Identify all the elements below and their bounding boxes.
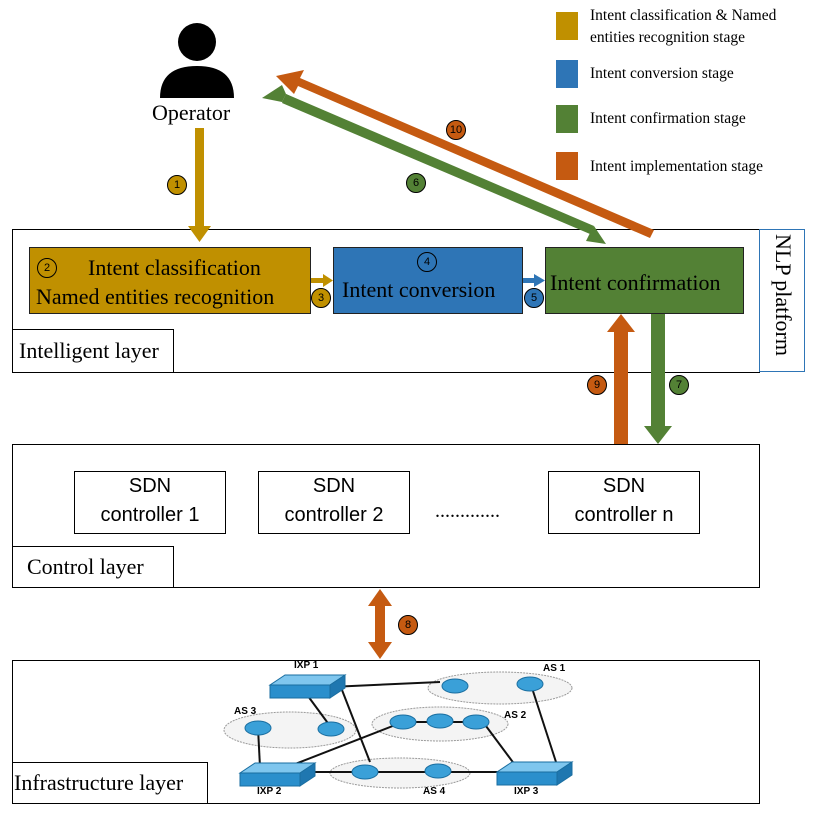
intelligent-layer-label: Intelligent layer [12, 329, 174, 373]
sdn-controller-1: SDN controller 1 [74, 471, 226, 534]
ixp1-switch [268, 674, 347, 699]
stage-intent-confirmation: Intent confirmation [545, 247, 744, 314]
ixp2-label: IXP 2 [257, 786, 282, 797]
router [516, 676, 544, 692]
as4-label: AS 4 [423, 786, 446, 797]
step-6-marker: 6 [406, 173, 426, 193]
stage-intent-classification: Intent classification Named entities rec… [29, 247, 311, 314]
classification-line1: Intent classification [88, 255, 261, 280]
legend-text-confirmation: Intent confirmation stage [590, 110, 746, 127]
router [426, 713, 454, 729]
ixp2-switch [238, 762, 317, 787]
legend-text-classification-1: Intent classification & Named [590, 7, 777, 24]
infrastructure-layer-label: Infrastructure layer [12, 762, 208, 804]
step-10-marker: 10 [446, 120, 466, 140]
sdn-controller-2: SDN controller 2 [258, 471, 410, 534]
sdn-controller-n-line1: SDN [602, 475, 646, 497]
ixp3-switch [495, 761, 574, 786]
legend-swatch-classification [556, 12, 578, 40]
arrow-step-10 [276, 70, 654, 238]
arrow-step-6 [262, 85, 606, 244]
step-9-marker: 9 [587, 375, 607, 395]
sdn-controller-2-line2: controller 2 [284, 504, 384, 526]
arrow-step-7 [644, 314, 672, 444]
legend-swatch-implementation [556, 152, 578, 180]
router [244, 720, 272, 736]
sdn-controller-n: SDN controller n [548, 471, 700, 534]
router [462, 714, 490, 730]
step-7-marker: 7 [669, 375, 689, 395]
ixp3-label: IXP 3 [514, 786, 539, 797]
step-2-marker: 2 [37, 258, 57, 278]
arrow-step-9 [607, 314, 635, 444]
conversion-label: Intent conversion [342, 277, 496, 302]
sdn-controller-n-line2: controller n [574, 504, 674, 526]
step-3-marker: 3 [311, 288, 331, 308]
step-1-marker: 1 [167, 175, 187, 195]
as3-label: AS 3 [234, 706, 257, 717]
legend-swatch-confirmation [556, 105, 578, 133]
arrow-step-8 [368, 589, 392, 659]
step-5-marker: 5 [524, 288, 544, 308]
step-8-marker: 8 [398, 615, 418, 635]
control-layer-label: Control layer [12, 546, 174, 588]
router [389, 714, 417, 730]
ixp1-label: IXP 1 [294, 660, 319, 671]
router [317, 721, 345, 737]
nlp-platform-box: NLP platform [759, 229, 805, 372]
step-4-marker: 4 [417, 252, 437, 272]
classification-line2: Named entities recognition [36, 284, 275, 309]
arrow-step-1 [188, 128, 211, 242]
arrow-step-5 [523, 274, 545, 287]
sdn-controller-1-line1: SDN [128, 475, 172, 497]
legend-text-implementation: Intent implementation stage [590, 158, 764, 175]
network-topology [223, 671, 574, 789]
legend-text-classification-2: entities recognition stage [590, 29, 745, 46]
as1-label: AS 1 [543, 663, 566, 674]
operator-label: Operator [152, 100, 231, 125]
confirmation-label: Intent confirmation [550, 270, 721, 295]
stage-intent-conversion: Intent conversion [333, 247, 523, 314]
router [424, 763, 452, 779]
router [351, 764, 379, 780]
arrow-step-3 [311, 274, 333, 287]
router [441, 678, 469, 694]
legend-swatch-conversion [556, 60, 578, 88]
as2-label: AS 2 [504, 710, 527, 721]
controller-ellipsis: ............. [435, 500, 500, 522]
legend-text-conversion: Intent conversion stage [590, 65, 734, 82]
sdn-controller-1-line2: controller 1 [100, 504, 200, 526]
sdn-controller-2-line1: SDN [312, 475, 356, 497]
operator-icon [158, 22, 238, 98]
